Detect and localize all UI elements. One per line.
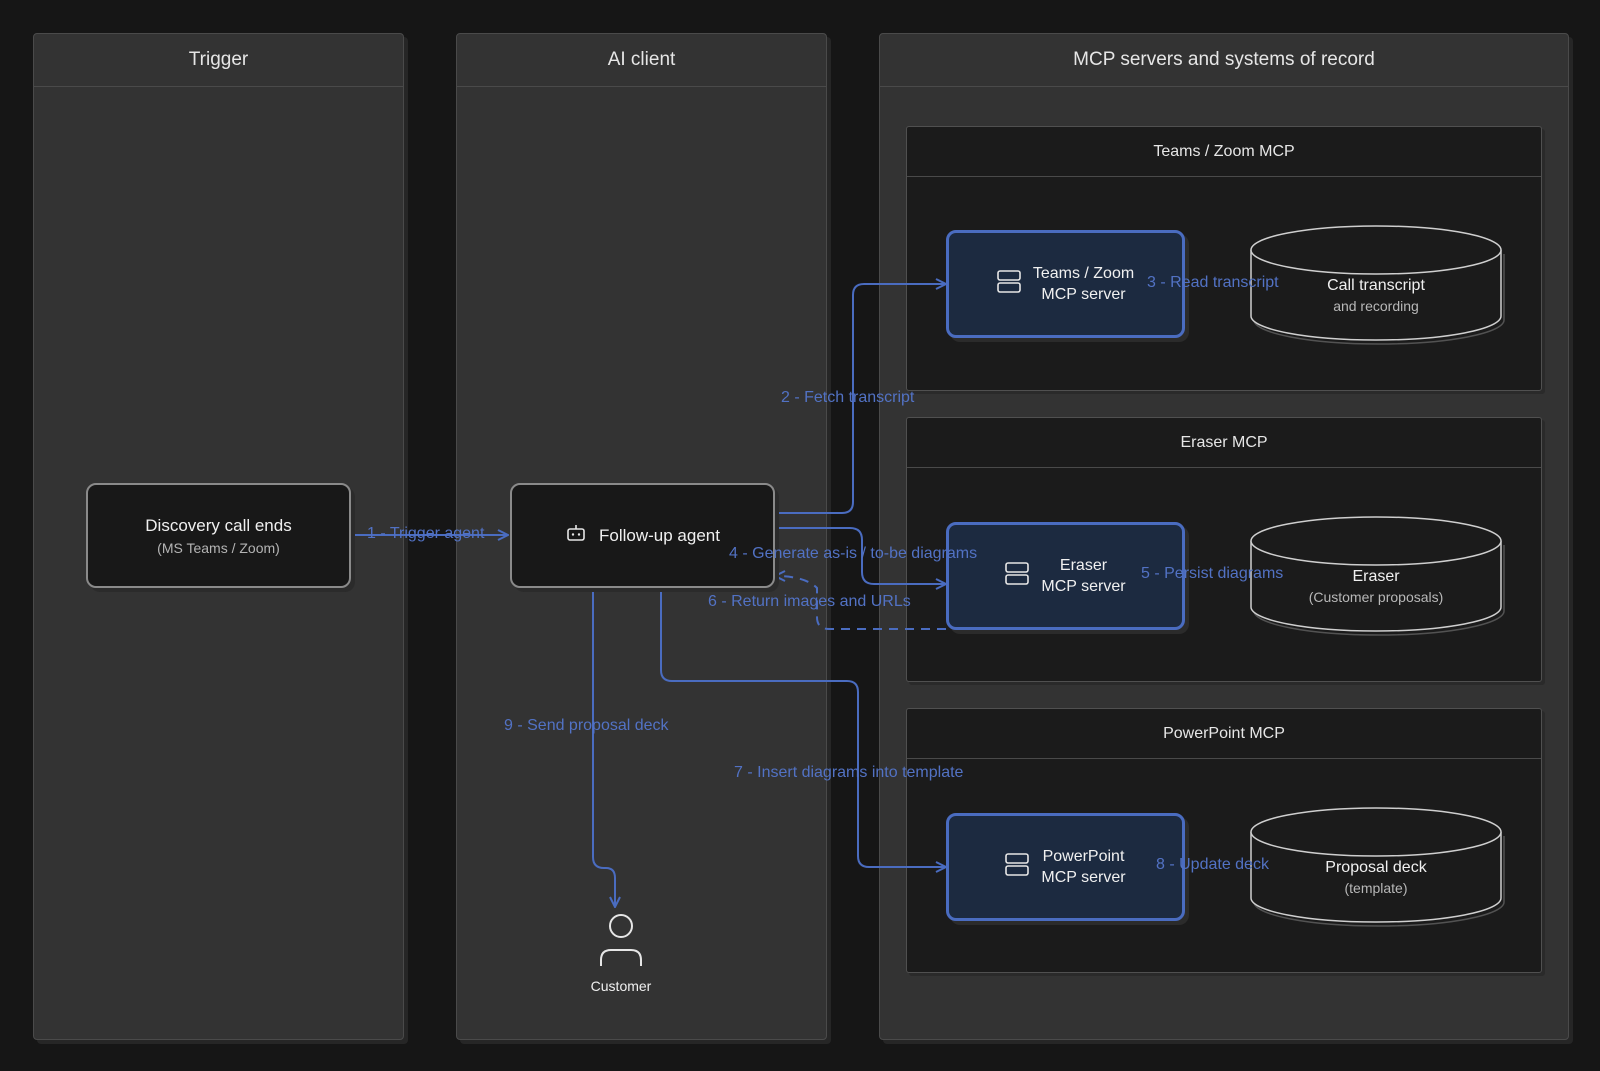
lane-title-mcp-servers: MCP servers and systems of record — [880, 34, 1568, 87]
discovery-title: Discovery call ends — [145, 515, 292, 535]
edge-label-4: 4 - Generate as-is / to-be diagrams — [729, 545, 978, 562]
edge-label-9: 9 - Send proposal deck — [504, 717, 669, 734]
eraser-store-label[interactable]: Eraser (Customer proposals) — [1251, 568, 1501, 605]
edge-label-2: 2 - Fetch transcript — [781, 389, 915, 406]
edge-label-5: 5 - Persist diagrams — [1141, 565, 1284, 582]
call-transcript-label[interactable]: Call transcript and recording — [1251, 277, 1501, 314]
edge-label-8: 8 - Update deck — [1156, 856, 1269, 873]
discovery-subtitle: (MS Teams / Zoom) — [157, 539, 280, 556]
lane-title-ai-client: AI client — [457, 34, 826, 87]
proposal-deck-label[interactable]: Proposal deck (template) — [1251, 859, 1501, 896]
server-icon — [1005, 852, 1030, 883]
eraser-store-subtitle: (Customer proposals) — [1308, 589, 1444, 605]
call-transcript-subtitle: and recording — [1333, 298, 1419, 314]
node-teams-zoom-server[interactable]: Teams / Zoom MCP server — [946, 230, 1185, 338]
teams-server-line2: MCP server — [1041, 286, 1126, 303]
group-title-eraser: Eraser MCP — [907, 418, 1541, 468]
call-transcript-title: Call transcript — [1327, 277, 1425, 294]
cylinder-eraser-store — [1250, 516, 1505, 636]
node-customer[interactable] — [591, 912, 651, 992]
lane-title-trigger: Trigger — [34, 34, 403, 87]
edge-label-1: 1 - Trigger agent — [367, 525, 485, 542]
edge-label-7: 7 - Insert diagrams into template — [734, 764, 964, 781]
cylinder-call-transcript — [1250, 225, 1505, 345]
cylinder-proposal-deck — [1250, 807, 1505, 927]
teams-server-line1: Teams / Zoom — [1032, 265, 1135, 282]
server-icon — [1005, 561, 1030, 592]
group-title-powerpoint: PowerPoint MCP — [907, 709, 1541, 759]
node-eraser-server[interactable]: Eraser MCP server — [946, 522, 1185, 630]
proposal-deck-title: Proposal deck — [1325, 859, 1427, 876]
group-title-teams-zoom: Teams / Zoom MCP — [907, 127, 1541, 177]
node-powerpoint-server[interactable]: PowerPoint MCP server — [946, 813, 1185, 921]
node-follow-up-agent[interactable]: Follow-up agent — [510, 483, 775, 588]
node-discovery-call-ends[interactable]: Discovery call ends (MS Teams / Zoom) — [86, 483, 351, 588]
edge-6-return-images — [775, 576, 946, 630]
server-icon — [997, 269, 1021, 300]
edge-9-send-proposal — [592, 588, 615, 907]
robot-icon — [565, 522, 587, 549]
customer-label: Customer — [590, 978, 652, 994]
eraser-server-line1: Eraser — [1059, 557, 1108, 574]
ppt-server-line2: MCP server — [1041, 869, 1126, 886]
edge-2-fetch-transcript — [775, 284, 946, 514]
proposal-deck-subtitle: (template) — [1344, 880, 1408, 896]
edge-7-insert-diagrams — [660, 588, 946, 867]
ppt-server-line1: PowerPoint — [1042, 848, 1125, 865]
edge-label-3: 3 - Read transcript — [1147, 274, 1279, 291]
edge-label-6: 6 - Return images and URLs — [708, 593, 911, 610]
edge-4-generate-diagrams — [775, 527, 946, 584]
eraser-server-line2: MCP server — [1041, 578, 1126, 595]
eraser-store-title: Eraser — [1352, 568, 1400, 585]
agent-title: Follow-up agent — [599, 525, 720, 545]
